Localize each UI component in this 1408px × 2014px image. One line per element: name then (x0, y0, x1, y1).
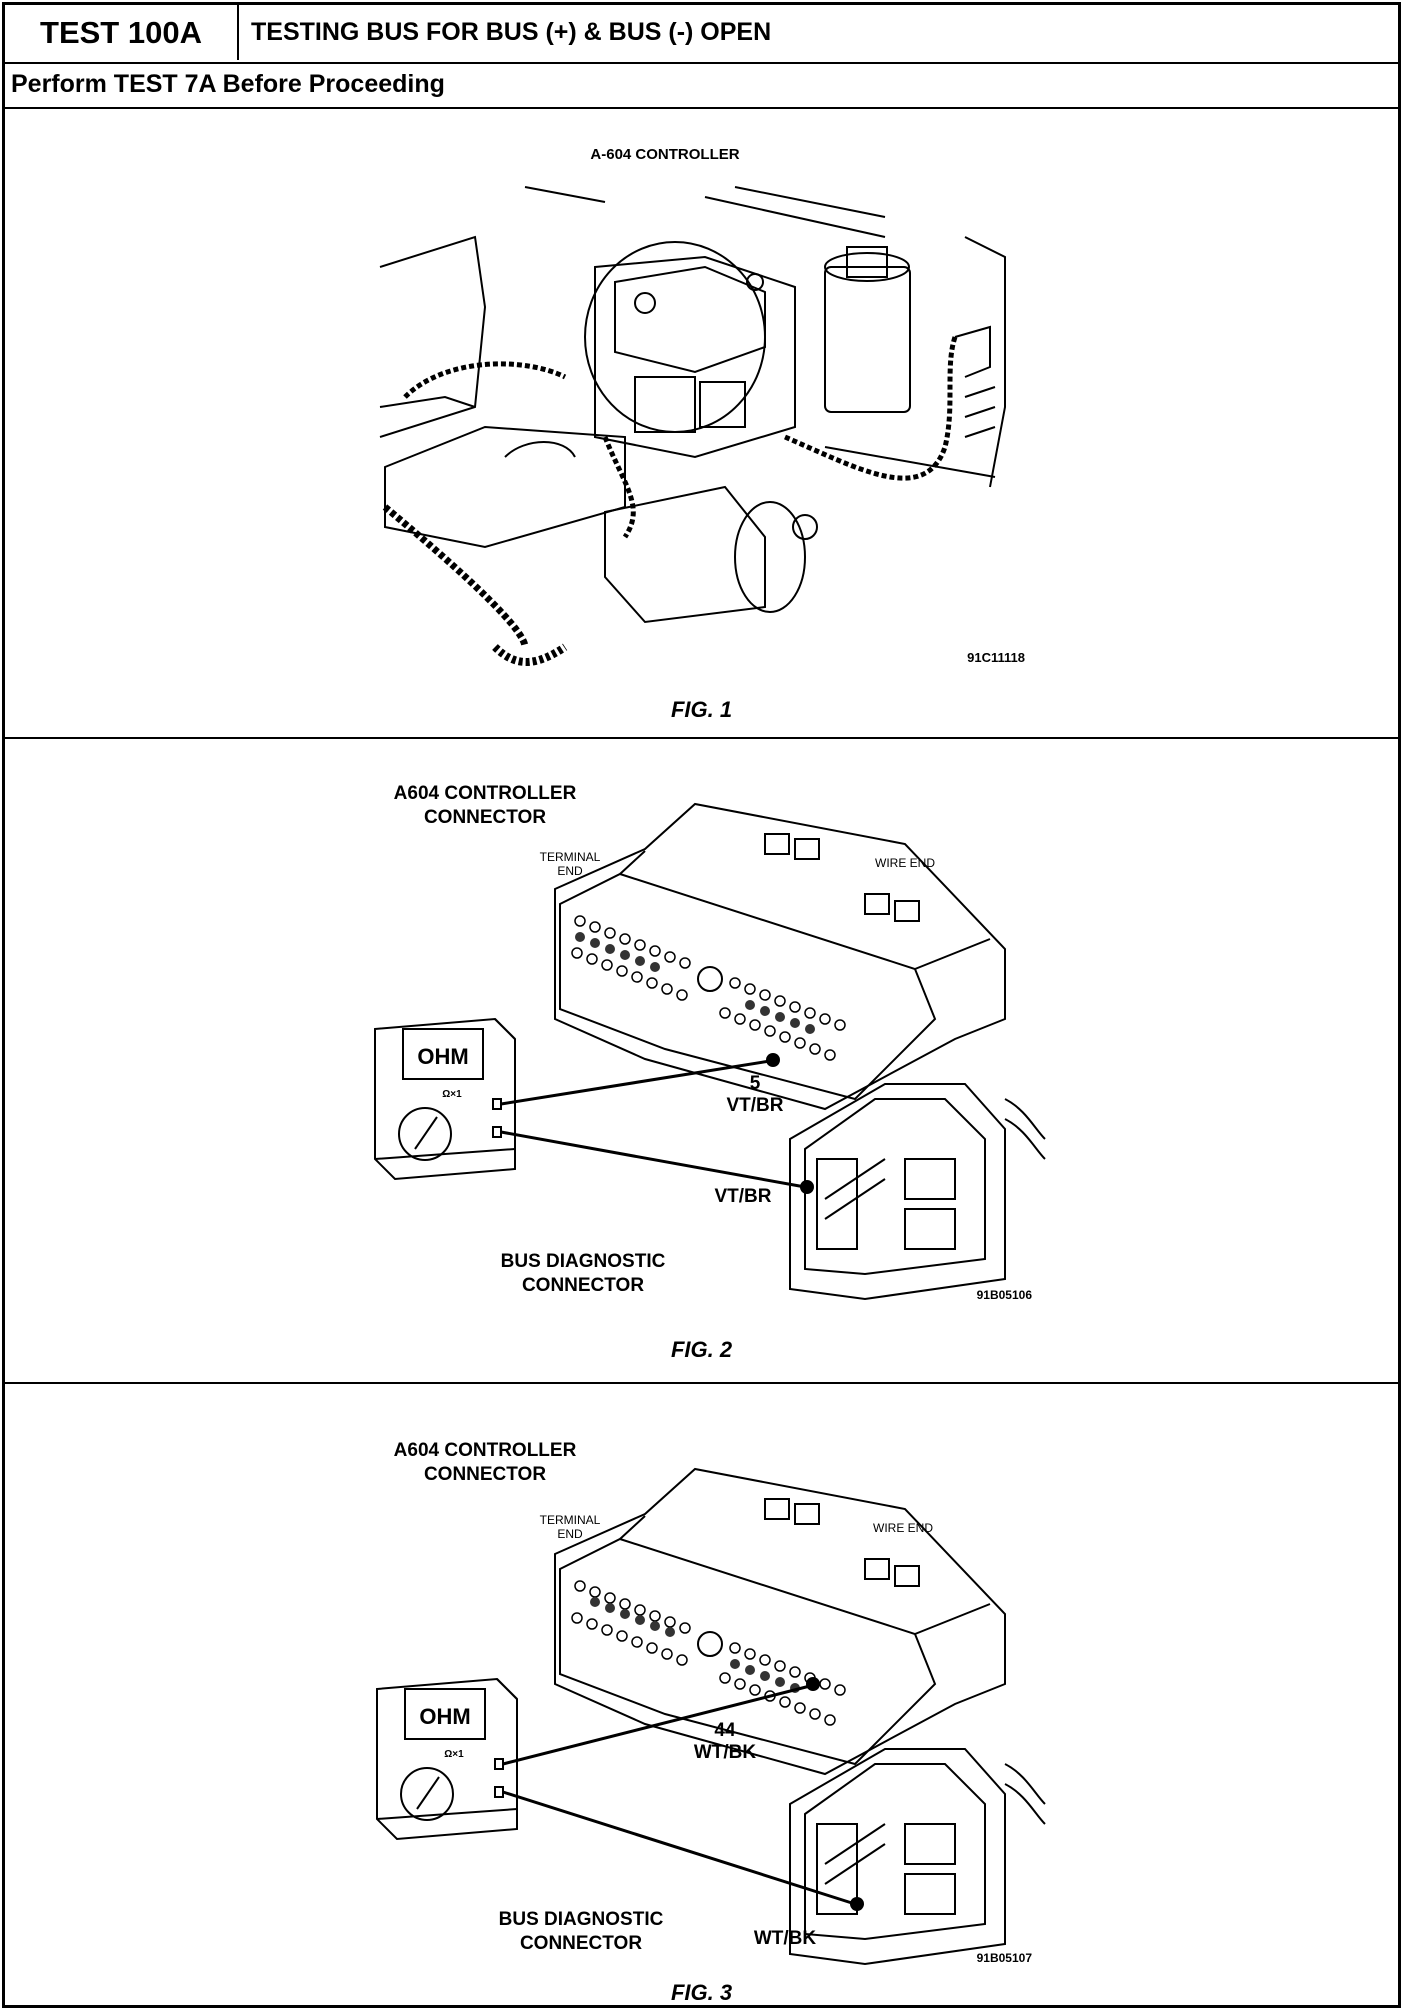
fig2-terminal-end-1: TERMINAL (540, 850, 601, 864)
fig3-drawing: A604 CONTROLLER CONNECTOR TERMINAL END W… (376, 1440, 1046, 1966)
fig2-pin-5 (766, 1053, 780, 1067)
fig3-pin-44 (806, 1677, 820, 1691)
fig3-caption: FIG. 3 (670, 1980, 733, 2005)
fig3-connector-label-2: CONNECTOR (424, 1464, 546, 1485)
header-row: TEST 100A TESTING BUS FOR BUS (+) & BUS … (5, 5, 1398, 64)
fig2-pin-number: 5 (750, 1073, 761, 1094)
fig2-connector-label-1: A604 CONTROLLER (394, 783, 577, 804)
fig3-controller-connector (554, 1467, 1006, 1776)
fig1-panel: A-604 CONTROLLER (5, 107, 1398, 739)
fig2-terminal-end-2: END (557, 864, 583, 878)
fig2-diag-pin (800, 1180, 814, 1194)
fig3-pin-number: 44 (714, 1720, 736, 1741)
fig2-caption: FIG. 2 (670, 1337, 733, 1362)
fig3-test-leads (502, 1684, 856, 1906)
fig2-diag-label-1: BUS DIAGNOSTIC (501, 1251, 666, 1272)
fig3-meter-range: Ω×1 (444, 1749, 464, 1760)
fig2-drawing: A604 CONTROLLER CONNECTOR TERMINAL END W… (374, 783, 1046, 1302)
fig3-meter-display: OHM (419, 1704, 470, 1729)
fig2-pin-array (571, 915, 846, 1067)
fig2-panel: A604 CONTROLLER CONNECTOR TERMINAL END W… (5, 739, 1398, 1384)
fig3-diag-label-1: BUS DIAGNOSTIC (499, 1909, 664, 1930)
fig3-pin-array (571, 1580, 846, 1726)
fig1-label: A-604 CONTROLLER (590, 146, 739, 163)
fig2-wire-end: WIRE END (875, 856, 935, 870)
controller-engine-illustration: A-604 CONTROLLER (379, 146, 1025, 666)
fig3-diag-label-2: CONNECTOR (520, 1933, 642, 1954)
fig3-diag-color: WT/BK (754, 1928, 817, 1949)
fig3-pin-color: WT/BK (694, 1742, 757, 1763)
fig1-caption: FIG. 1 (670, 697, 733, 722)
fig2-test-leads (500, 1059, 806, 1189)
fig3-terminal-end-1: TERMINAL (540, 1513, 601, 1527)
fig3-code: 91B05107 (977, 1951, 1033, 1965)
fig3-connector-label-1: A604 CONTROLLER (394, 1440, 577, 1461)
fig2-controller-connector (554, 802, 1006, 1111)
fig2-connector-label-2: CONNECTOR (424, 807, 546, 828)
prerequisite-row: Perform TEST 7A Before Proceeding (5, 62, 1398, 109)
fig3-diag-pin (850, 1897, 864, 1911)
fig2-meter-display: OHM (417, 1044, 468, 1069)
fig2-meter-range: Ω×1 (442, 1089, 462, 1100)
test-number: TEST 100A (5, 5, 239, 60)
test-title: TESTING BUS FOR BUS (+) & BUS (-) OPEN (251, 18, 772, 46)
fig1-code: 91C11118 (967, 650, 1025, 665)
fig3-ohmmeter (376, 1677, 518, 1841)
fig2-pin-color: VT/BR (727, 1095, 784, 1116)
fig2-bus-diagnostic-connector (789, 1083, 1046, 1301)
fig2-code: 91B05106 (977, 1288, 1033, 1302)
prerequisite-text: Perform TEST 7A Before Proceeding (11, 70, 445, 98)
fig3-terminal-end-2: END (557, 1527, 583, 1541)
fig3-bus-diagnostic-connector (789, 1748, 1046, 1966)
fig3-panel: A604 CONTROLLER CONNECTOR TERMINAL END W… (5, 1384, 1398, 2011)
fig3-wire-end: WIRE END (873, 1521, 933, 1535)
fig2-diag-color: VT/BR (715, 1186, 772, 1207)
fig2-diag-label-2: CONNECTOR (522, 1275, 644, 1296)
engine-bay-drawing (379, 186, 1006, 666)
